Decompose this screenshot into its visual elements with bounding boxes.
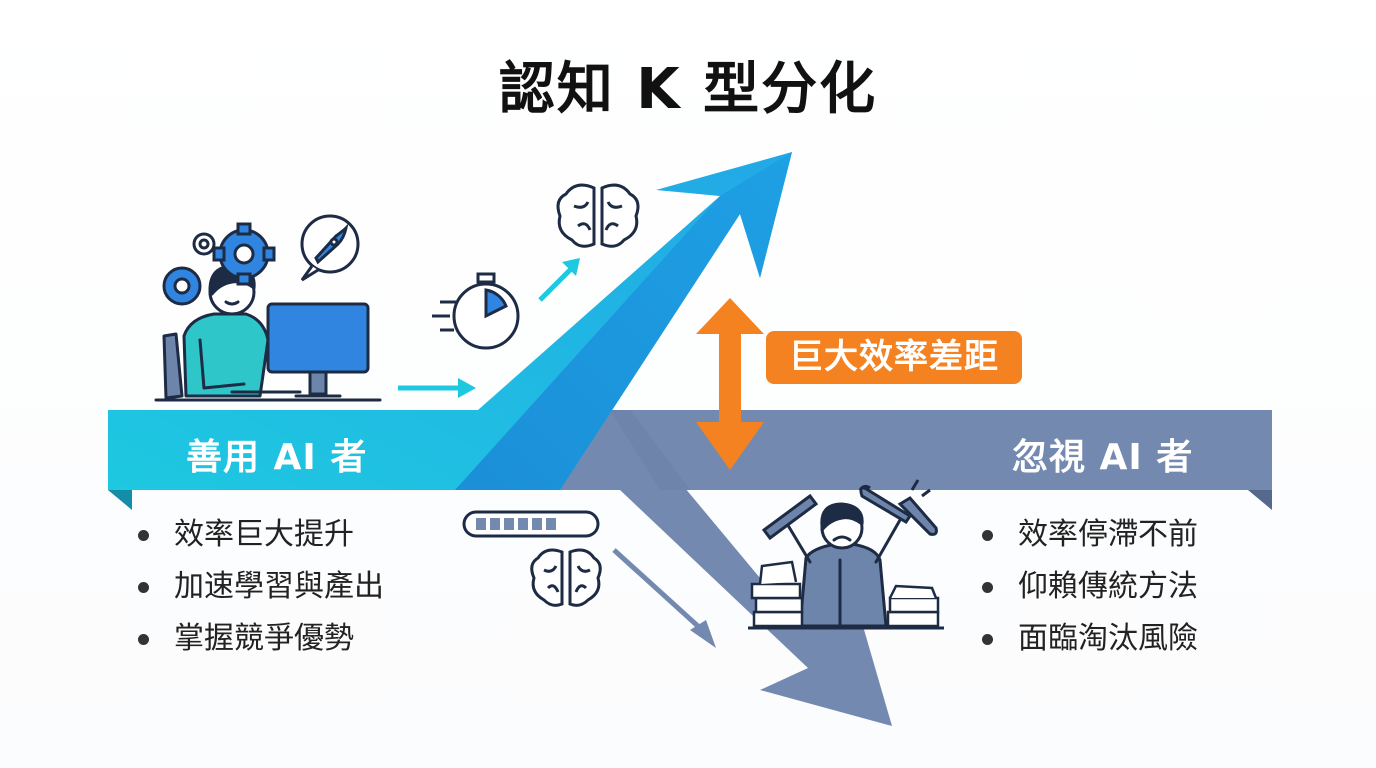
ai-ignorers-label: 忽視 AI 者 [1012,437,1194,478]
list-item: 效率巨大提升 [138,512,384,564]
bullet-dot [982,582,993,593]
wrench-icon [761,479,938,541]
bullet-dot [138,530,149,541]
list-item-text: 面臨淘汰風險 [1018,621,1198,656]
list-item-text: 掌握競爭優勢 [174,621,354,656]
ai-users-benefits-list: 效率巨大提升 加速學習與產出 掌握競爭優勢 [138,512,384,668]
list-item-text: 效率停滯不前 [1018,517,1198,552]
brain-icon [530,548,602,607]
rising-trend-arrow [108,152,792,510]
gear-icon [162,222,276,306]
frustrated-person-icon [784,502,902,628]
bullet-dot [138,582,149,593]
efficiency-gap-badge: 巨大效率差距 [766,331,1022,384]
bullet-dot [138,634,149,645]
list-item-text: 效率巨大提升 [174,517,354,552]
down-arrow-icon [612,548,716,648]
person-at-computer-icon [154,264,382,402]
list-item: 掌握競爭優勢 [138,616,384,668]
progress-bar-icon [462,510,600,538]
ai-users-label: 善用 AI 者 [186,437,368,478]
paper-stack-icon [748,560,944,630]
double-arrow-icon [696,298,764,470]
bullet-dot [982,530,993,541]
up-arrow-icon [538,258,580,302]
bullet-dot [982,634,993,645]
page-title: 認知 K 型分化 [498,57,878,122]
list-item-text: 加速學習與產出 [174,569,384,604]
list-item: 仰賴傳統方法 [982,564,1198,616]
ai-ignorers-risks-list: 效率停滯不前 仰賴傳統方法 面臨淘汰風險 [982,512,1198,668]
list-item: 面臨淘汰風險 [982,616,1198,668]
list-item-text: 仰賴傳統方法 [1018,569,1198,604]
list-item: 效率停滯不前 [982,512,1198,564]
stopwatch-icon [432,272,520,350]
rocket-icon [300,214,360,282]
right-arrow-icon [398,378,476,398]
brain-icon [556,183,640,248]
list-item: 加速學習與產出 [138,564,384,616]
